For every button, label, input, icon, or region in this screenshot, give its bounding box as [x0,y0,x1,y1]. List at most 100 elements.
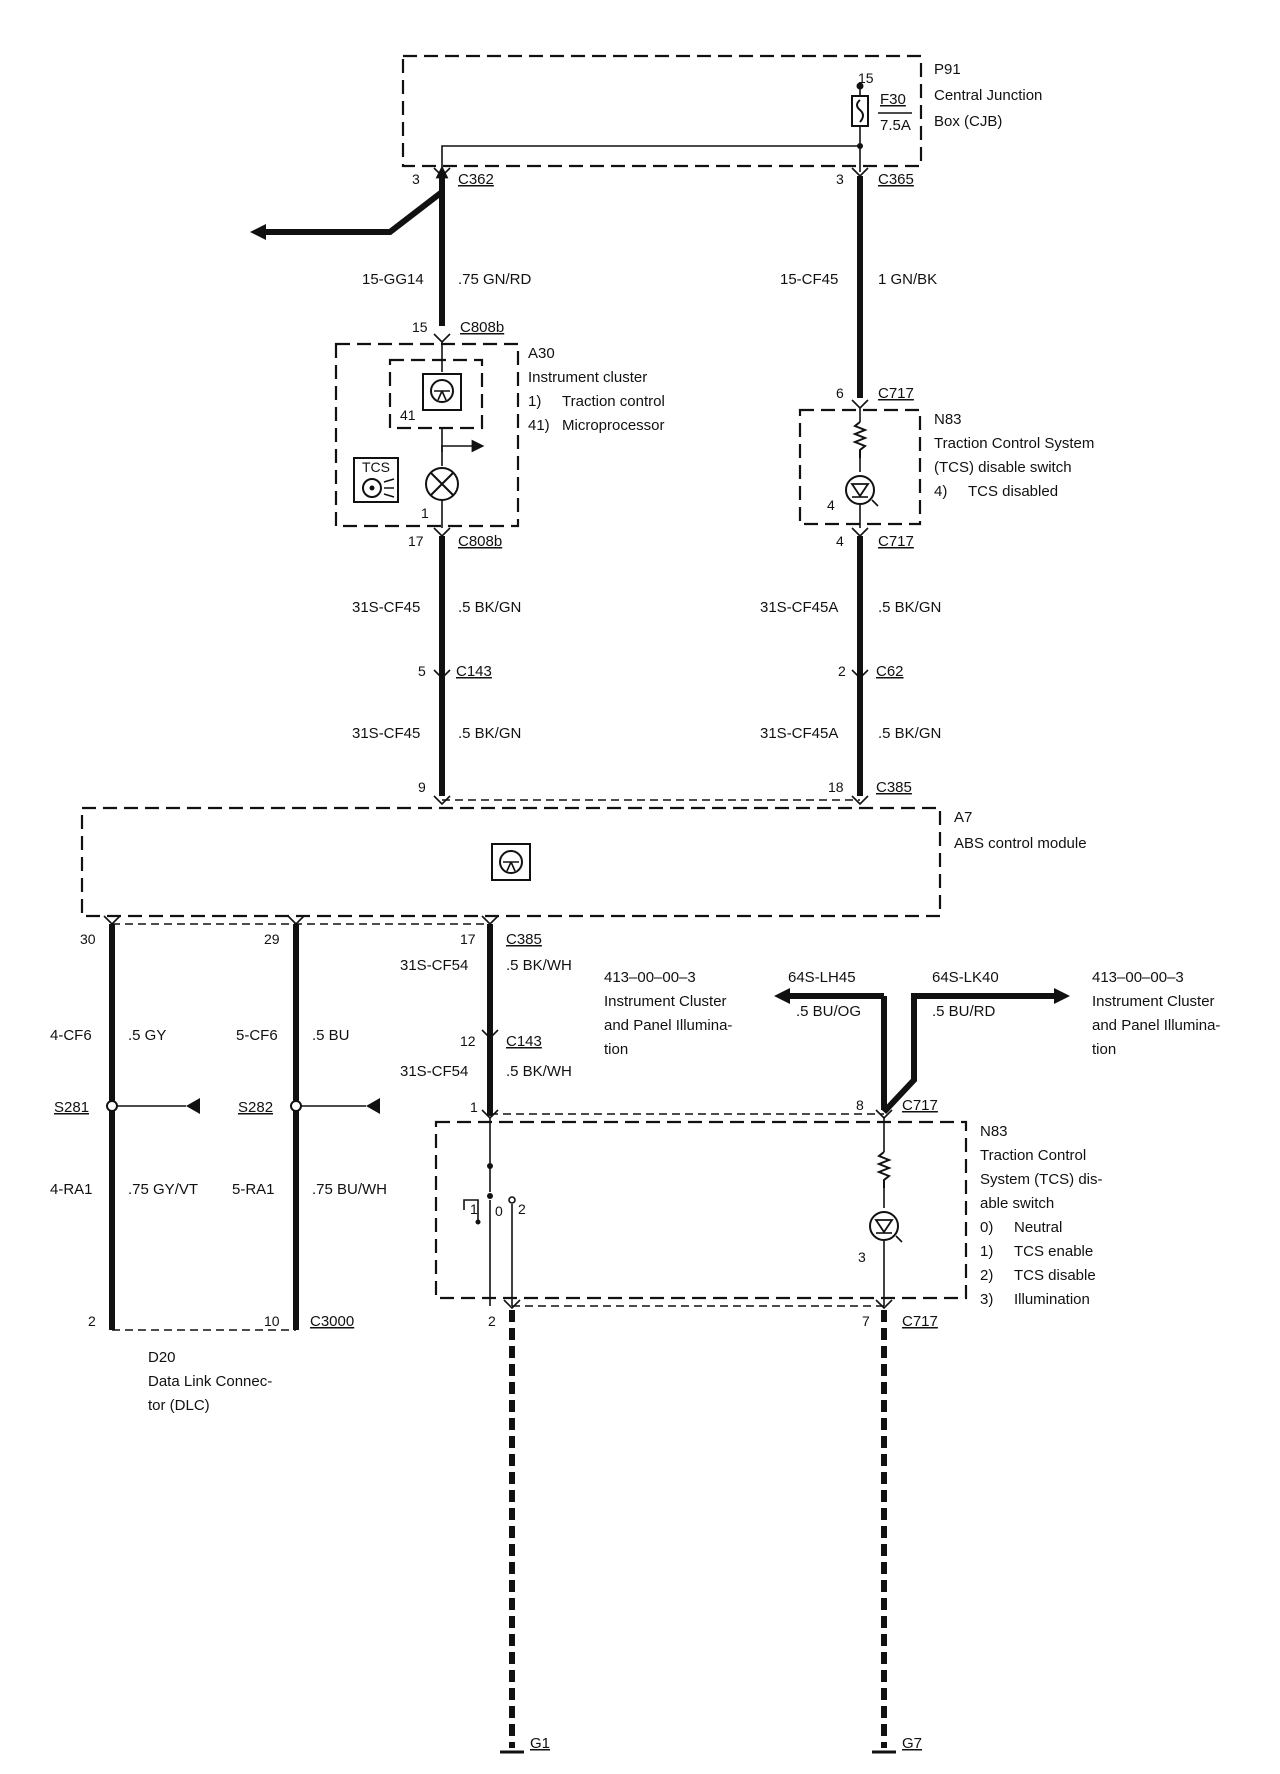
c808b-top-name: C808b [460,319,504,336]
fuse-name: F30 [880,91,906,108]
ref-left-code: 413–00–00–3 [604,969,696,986]
n83-bottom-line1: Traction Control [980,1147,1086,1164]
c62-name: C62 [876,663,904,680]
a30-microprocessor-box [388,358,484,430]
w3-spec: .5 BK/GN [458,599,521,616]
a30-pin-micro: 41 [400,407,416,423]
n83-bottom-item3-text: Illumination [1014,1291,1090,1308]
sw-pos0: 0 [495,1203,503,1219]
w12-circuit: 5-RA1 [232,1181,275,1198]
sw-pos1: 1 [470,1201,478,1217]
a7-pin30: 30 [80,931,96,947]
n83-bottom-item1-num: 1) [980,1243,993,1260]
w7-circuit: 4-CF6 [50,1027,92,1044]
w2-circuit: 15-CF45 [780,271,838,288]
p91-line2: Box (CJB) [934,113,1002,130]
illumination-resistor-icon [876,1151,892,1188]
w13-spec: .5 BU/OG [796,1003,861,1020]
c3000-name: C3000 [310,1313,354,1330]
a30-item1-text: Traction control [562,393,665,410]
c717-a-pin: 6 [836,385,844,401]
fuse-f30 [851,82,869,149]
s281-label: S281 [54,1099,89,1116]
lh45-arrow-icon [774,988,790,1004]
c808b-top-mark [433,333,451,344]
w11-circuit: 4-RA1 [50,1181,93,1198]
n83-pin2-mark [503,1299,521,1310]
ground-g1-label: G1 [530,1735,550,1752]
a7-pin29-mark [287,915,305,926]
c143-a-mark [433,669,451,680]
fuse-rating: 7.5A [880,117,911,134]
c362-name: C362 [458,171,494,188]
a7-abs-control-module [80,806,942,918]
ref-right-line3: tion [1092,1041,1116,1058]
a30-instrument-cluster [334,342,520,528]
w8-spec: .5 BU [312,1027,350,1044]
c143-a-pin: 5 [418,663,426,679]
n83-bottom-item2-num: 2) [980,1267,993,1284]
c365-name: C365 [878,171,914,188]
a7-pin9-mark [433,795,451,806]
c3000-pin: 10 [264,1313,280,1329]
c717-a-name: C717 [878,385,914,402]
led-icon [845,475,879,507]
c362-pin: 3 [412,171,420,187]
c385-b-pin: 17 [460,931,476,947]
n83-top-line1: Traction Control System [934,435,1094,452]
c717-b-pin: 4 [836,533,844,549]
n83-bottom-line3: able switch [980,1195,1054,1212]
d20-line1: Data Link Connec- [148,1373,272,1390]
c385-a-pin: 18 [828,779,844,795]
splice-s282 [290,1098,380,1114]
c717-b-mark [851,527,869,538]
a30-line1: Instrument cluster [528,369,647,386]
c717-d-name: C717 [902,1313,938,1330]
a30-item41-num: 41) [528,417,550,434]
lamp-output-arrow-icon [441,439,485,453]
c808b-bottom-pin: 17 [408,533,424,549]
wire-branch [262,189,444,235]
cjb-internal-bus [435,145,860,179]
d20-pin2: 2 [88,1313,96,1329]
c62-mark [851,669,869,680]
d20-code: D20 [148,1349,176,1366]
c808b-bottom-mark [433,527,451,538]
w9-spec: .5 BK/WH [506,957,572,974]
warning-lamp-icon [425,467,459,501]
n83-bottom-item2-text: TCS disable [1014,1267,1096,1284]
ref-left-line1: Instrument Cluster [604,993,727,1010]
n83-pin1: 1 [470,1099,478,1115]
three-position-switch-icon [463,1118,516,1306]
c808b-bottom-name: C808b [458,533,502,550]
resistor-icon [852,421,868,458]
c385-b-name: C385 [506,931,542,948]
ref-right-code: 413–00–00–3 [1092,969,1184,986]
a7-pin30-mark [103,915,121,926]
n83-pin2: 2 [488,1313,496,1329]
ref-left-line2: and Panel Illumina- [604,1017,732,1034]
w3-circuit: 31S-CF45 [352,599,420,616]
w4-circuit: 31S-CF45A [760,599,838,616]
microprocessor-icon [422,373,462,411]
n83-bottom-item0-text: Neutral [1014,1219,1062,1236]
a7-pin9: 9 [418,779,426,795]
n83-bottom-line2: System (TCS) dis- [980,1171,1103,1188]
w7-spec: .5 GY [128,1027,166,1044]
n83-top-item-num: 4) [934,483,947,500]
c717-c-pin: 8 [856,1097,864,1113]
abs-microprocessor-icon [491,843,531,881]
c143-b-mark [481,1029,499,1040]
sw-pos2: 2 [518,1201,526,1217]
w11-spec: .75 GY/VT [128,1181,198,1198]
c365-pin: 3 [836,171,844,187]
fuse-pin: 15 [858,70,874,86]
c143-a-name: C143 [456,663,492,680]
c385-a-name: C385 [876,779,912,796]
n83-bottom-item3-num: 3) [980,1291,993,1308]
a7-line1: ABS control module [954,835,1087,852]
c385-b-mark [481,915,499,926]
a7-pin29: 29 [264,931,280,947]
p91-code: P91 [934,61,961,78]
